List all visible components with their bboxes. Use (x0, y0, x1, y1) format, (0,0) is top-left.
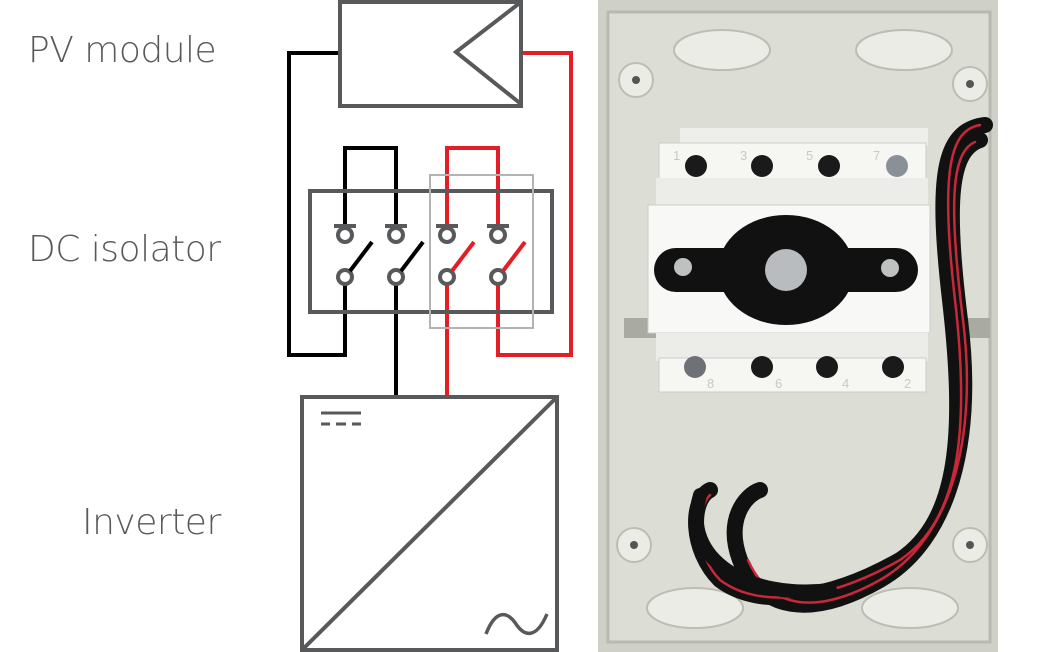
inverter-label: Inverter (82, 502, 221, 543)
switch-blades (348, 240, 527, 273)
dc-symbol-icon (321, 411, 361, 426)
svg-text:1: 1 (673, 148, 680, 163)
svg-text:6: 6 (775, 376, 782, 391)
top-terminal-numbers: 1 3 5 7 (673, 148, 880, 163)
negative-wires (287, 51, 398, 397)
svg-text:7: 7 (873, 148, 880, 163)
pole-group-outline (429, 174, 534, 329)
pv-module-symbol (338, 0, 523, 108)
rotary-knob (654, 215, 918, 325)
bottom-terminal-numbers: 8 6 4 2 (707, 376, 911, 391)
pv-module-label: PV module (28, 30, 217, 71)
svg-text:2: 2 (904, 376, 911, 391)
dc-isolator-label: DC isolator (28, 229, 221, 270)
svg-text:5: 5 (806, 148, 813, 163)
ac-symbol-icon (484, 613, 549, 635)
inverter-symbol (300, 395, 559, 652)
svg-text:4: 4 (842, 376, 849, 391)
svg-text:3: 3 (740, 148, 747, 163)
positive-wires (445, 51, 573, 397)
svg-text:8: 8 (707, 376, 714, 391)
switch-terminals (334, 224, 509, 286)
isolator-photo: 1 3 5 7 8 6 4 2 (598, 0, 998, 652)
